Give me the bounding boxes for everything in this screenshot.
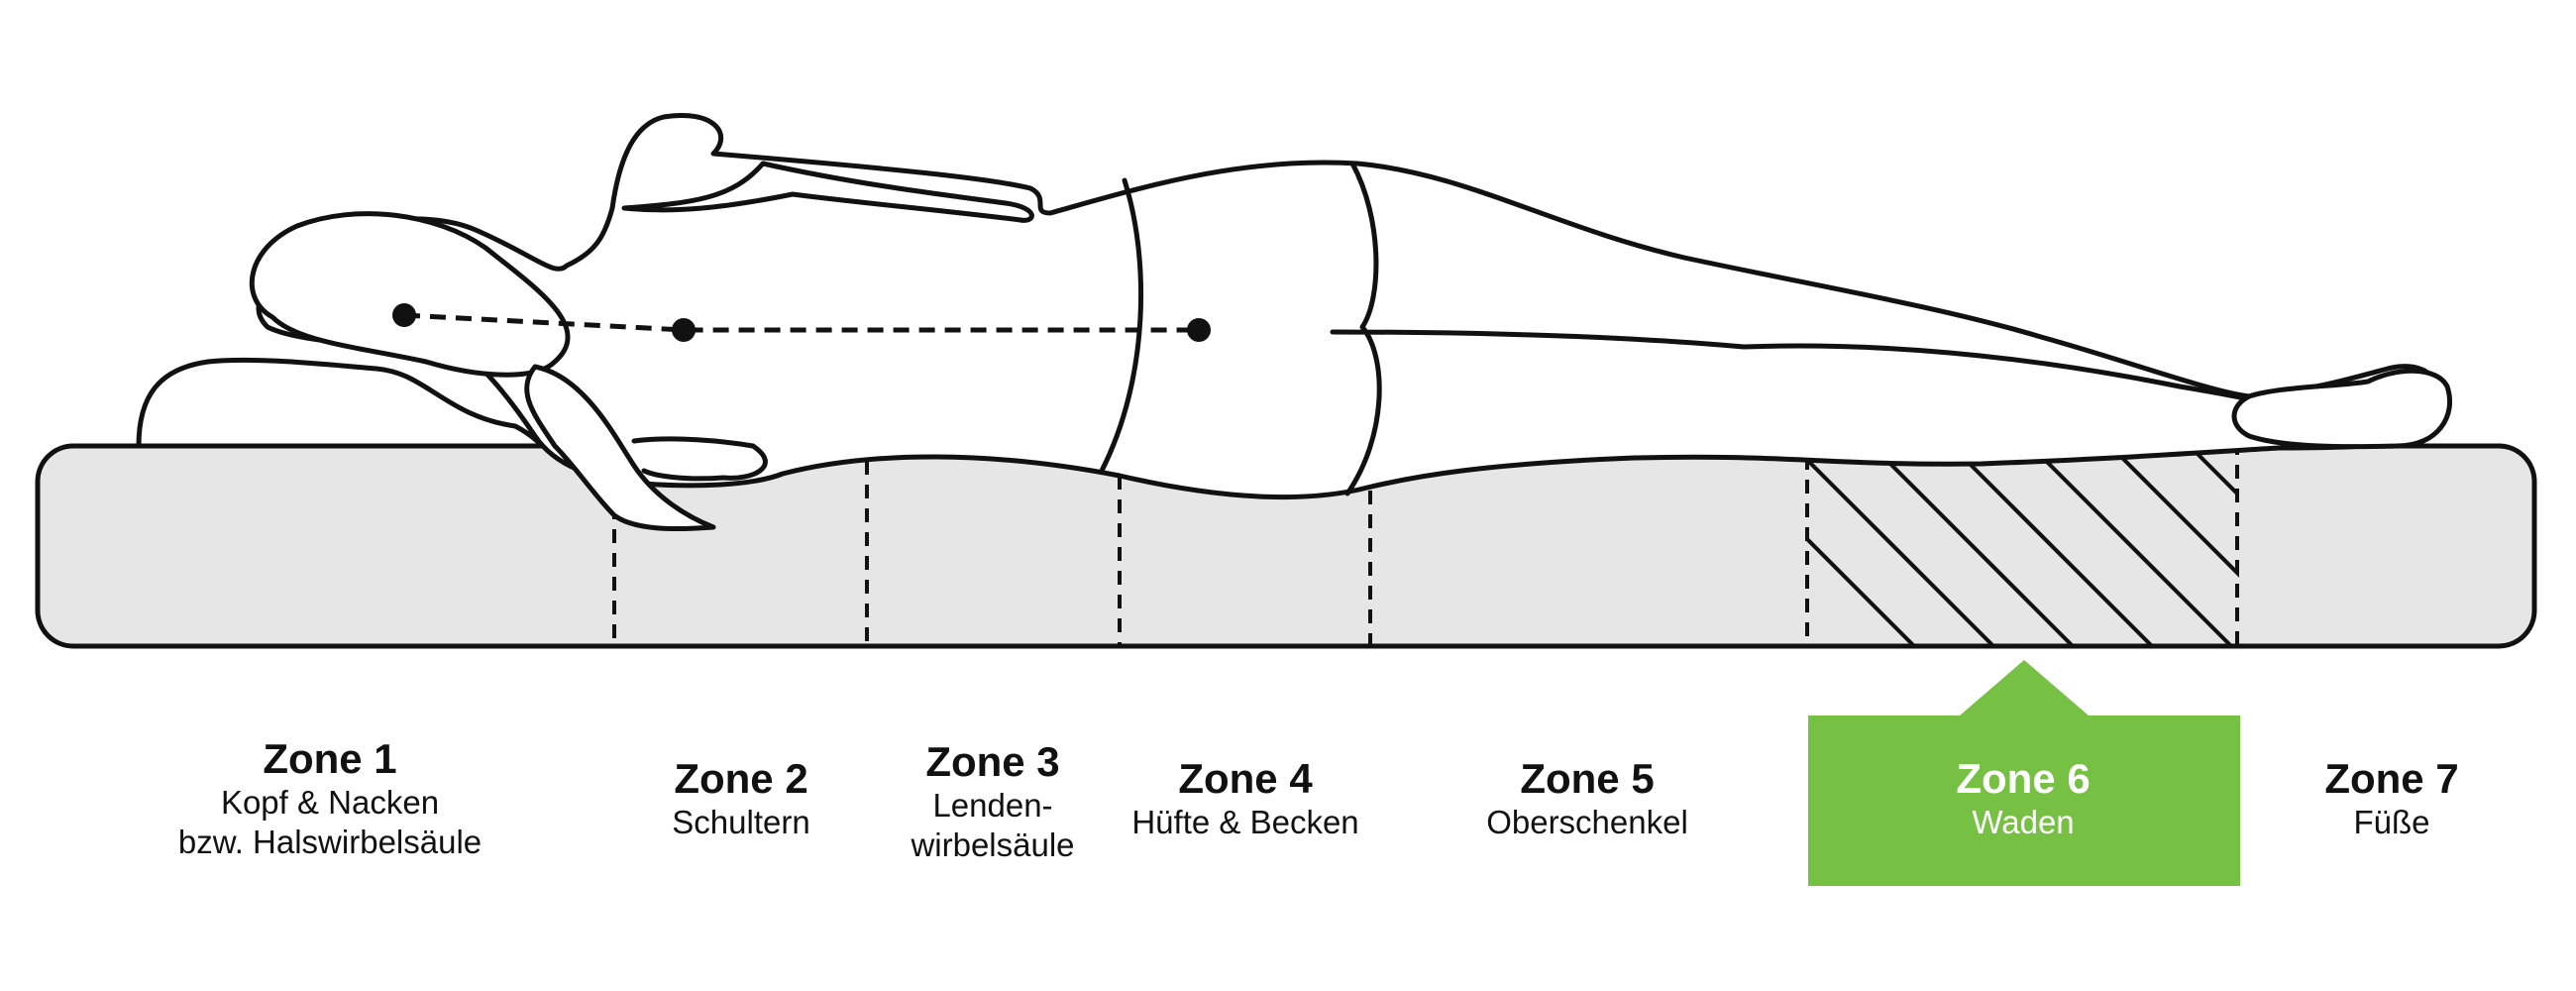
zone-6-desc-line1: Waden (1972, 804, 2075, 840)
zone-5-label: Zone 5 Oberschenkel (1486, 755, 1688, 842)
zone-3-title: Zone 3 (925, 738, 1060, 785)
zone-6-title: Zone 6 (1956, 755, 2091, 802)
leg-divide (1330, 329, 2262, 404)
zone-1-desc-line1: Kopf & Nacken (220, 784, 440, 821)
zone-separators (612, 441, 2239, 646)
zone-4-title: Zone 4 (1178, 755, 1313, 802)
zone-5-title: Zone 5 (1520, 755, 1655, 802)
pillow (136, 357, 548, 449)
sleeping-person (249, 113, 2453, 532)
head (249, 211, 571, 378)
zone-1-title: Zone 1 (263, 735, 397, 782)
zone-7-title: Zone 7 (2324, 755, 2459, 802)
zone6-hatch (1805, 446, 2239, 646)
body-outline (256, 113, 2443, 500)
zone-2-label: Zone 2 Schultern (672, 755, 809, 842)
zone-6-label: Zone 6 Waden (1956, 755, 2090, 842)
foot (2231, 368, 2453, 450)
alignment-point-head (392, 303, 416, 327)
zone-7-desc-line1: Füße (2353, 804, 2430, 840)
spine-alignment (392, 303, 1211, 342)
zone6-highlight-box (1808, 716, 2240, 886)
zone-3-desc-line1: Lenden- (932, 787, 1053, 824)
zone-2-title: Zone 2 (674, 755, 808, 802)
zone6-pointer (1960, 660, 2089, 716)
zone-3-desc-line2: wirbelsäule (911, 826, 1075, 863)
zone-7-label: Zone 7 Füße (2324, 755, 2458, 842)
zone-1-desc-line2: bzw. Halswirbelsäule (177, 824, 483, 860)
zone-3-label: Zone 3 Lenden- wirbelsäule (911, 738, 1074, 865)
zone-5-desc-line1: Oberschenkel (1486, 804, 1688, 840)
zone-4-label: Zone 4 Hüfte & Becken (1131, 755, 1358, 842)
arm-under-head (524, 364, 716, 532)
alignment-point-hip (1187, 318, 1211, 342)
hip-line (1344, 161, 1382, 496)
zone-1-label: Zone 1 Kopf & Nacken bzw. Halswirbelsäul… (178, 735, 482, 862)
waist-line (1099, 177, 1143, 474)
upper-arm (621, 161, 1034, 223)
zone-4-desc-line1: Hüfte & Becken (1131, 804, 1359, 840)
alignment-point-shoulder (672, 318, 696, 342)
lower-hand (631, 436, 768, 482)
zone-2-desc-line1: Schultern (672, 804, 810, 840)
